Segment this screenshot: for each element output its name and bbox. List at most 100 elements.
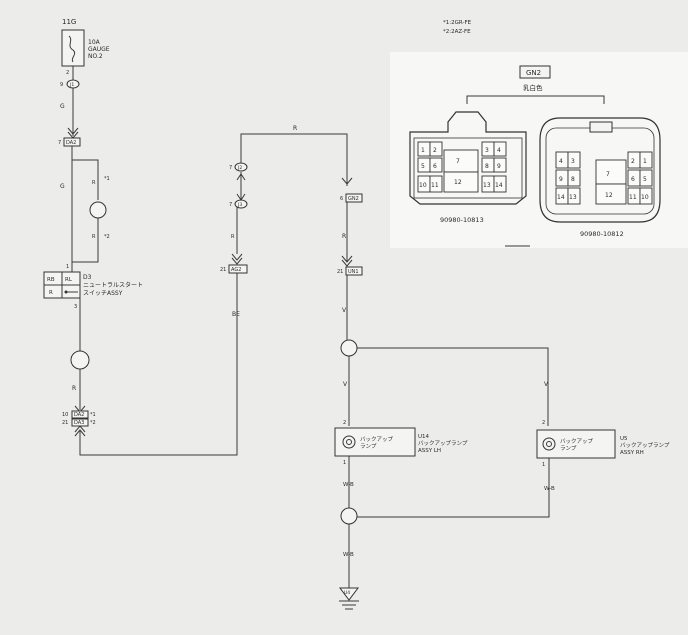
svg-text:7: 7 bbox=[229, 165, 232, 171]
svg-text:V: V bbox=[342, 307, 347, 314]
svg-text:ランプ: ランプ bbox=[560, 445, 577, 452]
svg-text:D3: D3 bbox=[83, 274, 92, 281]
svg-text:AG2: AG2 bbox=[231, 267, 241, 273]
svg-text:R: R bbox=[231, 234, 235, 240]
svg-text:6: 6 bbox=[340, 196, 343, 202]
svg-text:4: 4 bbox=[497, 147, 501, 154]
junction-circle-lower bbox=[70, 350, 90, 370]
svg-text:7: 7 bbox=[229, 202, 232, 208]
svg-text:*2: *2 bbox=[90, 420, 96, 426]
svg-text:5: 5 bbox=[421, 163, 425, 170]
connector-da2-top: DA2 7 bbox=[58, 137, 81, 147]
svg-text:12: 12 bbox=[454, 179, 462, 186]
panel-connector-color: 乳白色 bbox=[523, 83, 543, 92]
neutral-start-switch-d3: 1 RB RL R D3 ニュートラルスタート スイッチASSY bbox=[43, 264, 143, 299]
connector-da2-bottom: DA2 10 *1 bbox=[62, 410, 96, 419]
svg-text:1: 1 bbox=[421, 147, 425, 154]
svg-text:21: 21 bbox=[62, 420, 68, 426]
svg-text:6: 6 bbox=[631, 176, 635, 183]
svg-text:バックアップ: バックアップ bbox=[560, 438, 594, 445]
wire-label-be: BE bbox=[232, 311, 240, 318]
wire-r-upper-branch bbox=[72, 159, 99, 200]
svg-text:10: 10 bbox=[419, 182, 427, 189]
svg-text:2: 2 bbox=[631, 158, 635, 165]
junction-j2: J2 7 bbox=[229, 162, 248, 172]
svg-text:7: 7 bbox=[58, 140, 61, 146]
svg-text:バックアップランプ: バックアップランプ bbox=[620, 442, 670, 449]
right-part-number: 90980-10812 bbox=[580, 230, 624, 238]
fuse-11g: 11G 10A GAUGE NO.2 bbox=[61, 18, 110, 67]
svg-text:DA3: DA3 bbox=[74, 420, 84, 426]
backup-lamp-lh-u14: 2 バックアップ ランプ U14 バックアップランプ ASSY LH 1 bbox=[334, 420, 468, 466]
svg-text:RB: RB bbox=[47, 277, 55, 283]
svg-text:2: 2 bbox=[343, 420, 346, 426]
svg-text:5: 5 bbox=[643, 176, 647, 183]
svg-text:U4: U4 bbox=[344, 590, 350, 596]
svg-text:J1: J1 bbox=[69, 82, 74, 88]
left-part-number: 90980-10813 bbox=[440, 216, 484, 224]
svg-text:ランプ: ランプ bbox=[360, 443, 377, 450]
svg-text:13: 13 bbox=[483, 182, 491, 189]
svg-text:*1: *1 bbox=[104, 176, 110, 182]
svg-text:バックアップ: バックアップ bbox=[360, 436, 394, 443]
wire-label-g2: G bbox=[60, 183, 65, 190]
svg-text:21: 21 bbox=[220, 267, 226, 273]
svg-text:RL: RL bbox=[65, 277, 73, 283]
backup-lamp-rh-u5: 2 バックアップ ランプ U5 バックアップランプ ASSY RH 1 bbox=[536, 420, 670, 468]
svg-text:DA2: DA2 bbox=[66, 140, 76, 146]
svg-text:1: 1 bbox=[643, 158, 647, 165]
junction-circle-v bbox=[340, 339, 358, 357]
svg-text:W-B: W-B bbox=[343, 482, 354, 488]
pin-fuse-bottom: 2 bbox=[66, 70, 69, 76]
svg-text:11: 11 bbox=[431, 182, 439, 189]
junction-circle-upper bbox=[89, 201, 107, 219]
svg-text:8: 8 bbox=[571, 176, 575, 183]
svg-text:GN2: GN2 bbox=[348, 196, 359, 202]
svg-text:V: V bbox=[343, 381, 348, 388]
junction-j1: J1 9 bbox=[60, 79, 80, 89]
svg-text:R: R bbox=[293, 125, 297, 132]
svg-text:7: 7 bbox=[606, 171, 610, 178]
svg-text:3: 3 bbox=[74, 304, 77, 310]
svg-text:*2: *2 bbox=[104, 234, 110, 240]
ground-u4: U4 bbox=[339, 587, 359, 610]
svg-text:6: 6 bbox=[433, 163, 437, 170]
svg-text:7: 7 bbox=[456, 158, 460, 165]
svg-text:ASSY LH: ASSY LH bbox=[418, 448, 441, 454]
wire-be-run bbox=[79, 273, 238, 456]
svg-text:W-B: W-B bbox=[343, 552, 354, 558]
svg-text:14: 14 bbox=[557, 194, 565, 201]
svg-text:8: 8 bbox=[485, 163, 489, 170]
svg-text:*1:2GR-FE: *1:2GR-FE bbox=[443, 20, 472, 26]
fuse-rating: 10A bbox=[88, 39, 101, 46]
svg-text:21: 21 bbox=[337, 269, 343, 275]
svg-text:4: 4 bbox=[559, 158, 563, 165]
svg-text:*1: *1 bbox=[90, 412, 96, 418]
svg-text:1: 1 bbox=[542, 462, 545, 468]
svg-text:バックアップランプ: バックアップランプ bbox=[418, 440, 468, 447]
svg-text:2: 2 bbox=[542, 420, 545, 426]
svg-text:V: V bbox=[544, 381, 549, 388]
svg-text:14: 14 bbox=[495, 182, 503, 189]
connector-da3: DA3 21 *2 bbox=[62, 418, 96, 427]
svg-text:9: 9 bbox=[559, 176, 563, 183]
svg-text:1: 1 bbox=[66, 264, 69, 270]
wire-v-to-rh bbox=[357, 347, 549, 426]
svg-text:U14: U14 bbox=[418, 434, 430, 440]
wire-wb-rh-return bbox=[357, 458, 550, 518]
svg-text:UN1: UN1 bbox=[348, 269, 359, 275]
fuse-name-2: NO.2 bbox=[88, 53, 103, 60]
svg-text:W-B: W-B bbox=[544, 486, 555, 492]
svg-text:ASSY RH: ASSY RH bbox=[620, 450, 644, 456]
engine-legend: *1:2GR-FE *2:2AZ-FE bbox=[443, 20, 472, 35]
junction-circle-ground bbox=[340, 507, 358, 525]
wire-r-top bbox=[240, 133, 348, 186]
svg-text:*2:2AZ-FE: *2:2AZ-FE bbox=[443, 29, 471, 35]
svg-text:13: 13 bbox=[569, 194, 577, 201]
panel-connector-code: GN2 bbox=[526, 69, 541, 77]
svg-text:1: 1 bbox=[343, 460, 346, 466]
connector-left-housing: 1 2 5 6 7 12 10 11 3 4 8 9 13 14 bbox=[409, 111, 527, 205]
svg-text:R: R bbox=[342, 233, 346, 240]
